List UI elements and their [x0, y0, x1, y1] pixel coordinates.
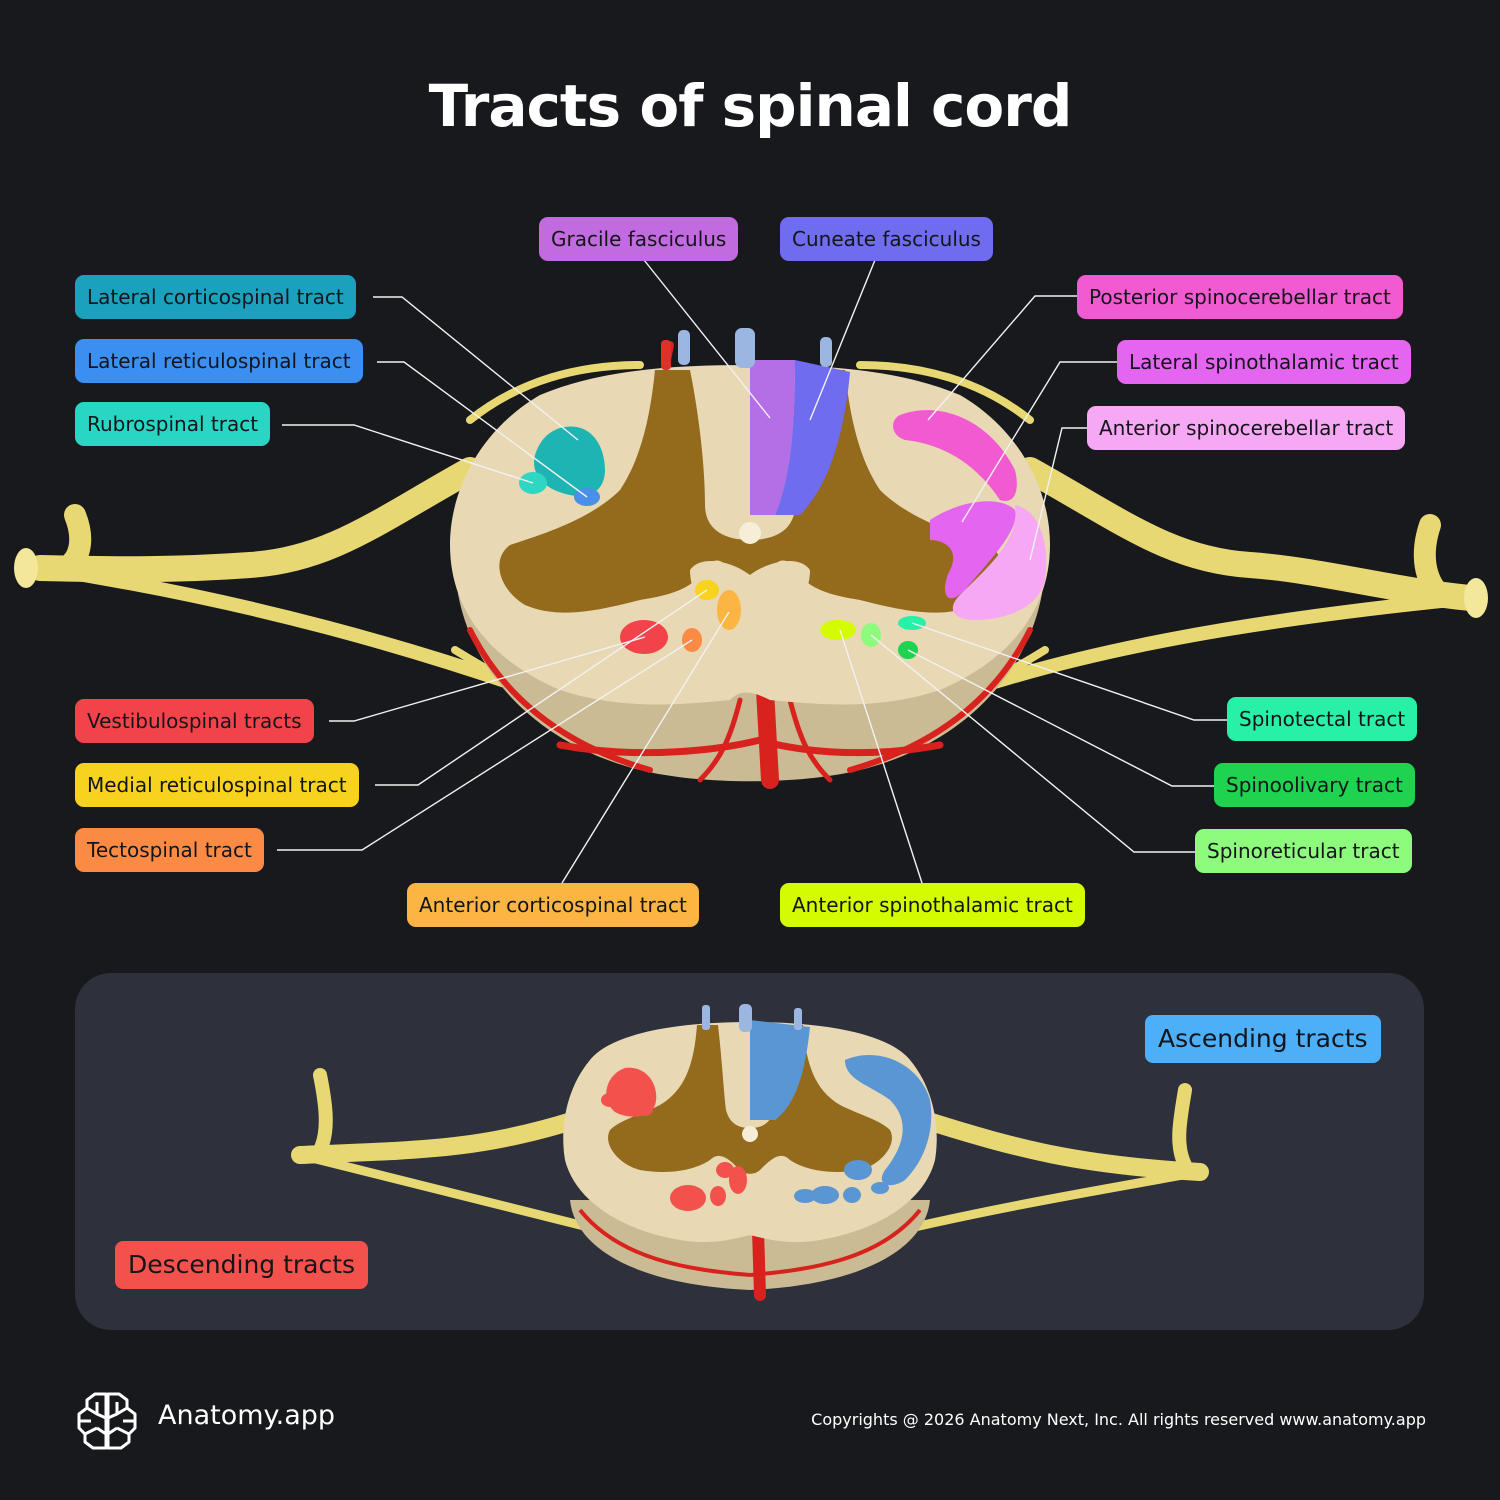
label-lateral-spinothalamic-tract: Lateral spinothalamic tract: [1117, 340, 1411, 384]
dorsal-rootlets: [678, 328, 832, 368]
brand-name: Anatomy.app: [158, 1400, 336, 1431]
copyright-text: Copyrights @ 2026 Anatomy Next, Inc. All…: [811, 1410, 1426, 1429]
anterior-corticospinal-region: [717, 590, 741, 630]
right-nerve-cut-end: [1464, 578, 1488, 618]
label-vestibulospinal-tracts: Vestibulospinal tracts: [75, 699, 314, 743]
label-spinoreticular-tract: Spinoreticular tract: [1195, 829, 1412, 873]
label-anterior-corticospinal-tract: Anterior corticospinal tract: [407, 883, 699, 927]
label-medial-reticulospinal-tract: Medial reticulospinal tract: [75, 763, 359, 807]
central-canal: [739, 522, 761, 544]
dorsal-artery: [661, 340, 671, 370]
label-posterior-spinocerebellar-tract: Posterior spinocerebellar tract: [1077, 275, 1403, 319]
brain-logo-icon: [77, 1392, 137, 1450]
label-tectospinal-tract: Tectospinal tract: [75, 828, 264, 872]
blood-vessels: [467, 341, 1033, 789]
label-anterior-spinothalamic-tract: Anterior spinothalamic tract: [780, 883, 1085, 927]
label-gracile-fasciculus: Gracile fasciculus: [539, 217, 739, 261]
legend-cross-section: [75, 973, 1424, 1330]
gray-matter: [499, 370, 1001, 613]
label-spinotectal-tract: Spinotectal tract: [1227, 697, 1418, 741]
label-spinoolivary-tract: Spinoolivary tract: [1214, 763, 1415, 807]
anterior-spinothalamic-region: [820, 620, 856, 640]
main-cross-section: [14, 328, 1488, 789]
anterior-spinocerebellar-region: [952, 505, 1047, 620]
posterior-spinocerebellar-region: [893, 410, 1017, 501]
label-lateral-corticospinal-tract: Lateral corticospinal tract: [75, 275, 356, 319]
page-title: Tracts of spinal cord: [428, 72, 1073, 140]
label-anterior-spinocerebellar-tract: Anterior spinocerebellar tract: [1087, 406, 1406, 450]
left-nerve-cut-end: [14, 548, 38, 588]
cuneate-fasciculus-region: [775, 360, 850, 515]
gracile-fasciculus-region: [750, 360, 795, 515]
leader-lines: [277, 259, 1227, 884]
right-spinal-nerve: [846, 361, 1483, 739]
legend-ascending-tracts: Ascending tracts: [1145, 1015, 1381, 1063]
label-lateral-reticulospinal-tract: Lateral reticulospinal tract: [75, 339, 363, 383]
lateral-spinothalamic-region: [930, 501, 1016, 599]
label-cuneate-fasciculus: Cuneate fasciculus: [780, 217, 993, 261]
label-rubrospinal-tract: Rubrospinal tract: [75, 402, 271, 446]
legend-descending-tracts: Descending tracts: [115, 1241, 369, 1289]
lateral-corticospinal-region: [534, 426, 605, 497]
